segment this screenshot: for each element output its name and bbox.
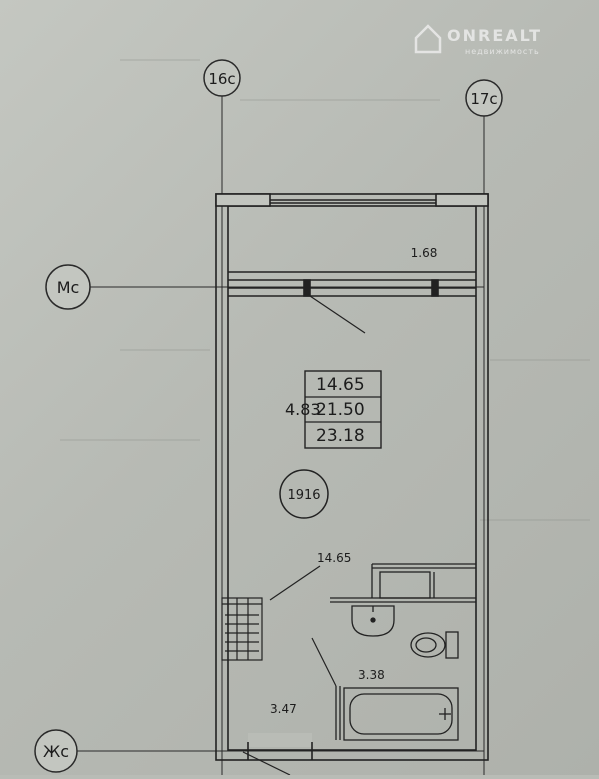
bathroom-area: 3.38 [358, 668, 385, 682]
living-area-value: 14.65 [316, 375, 365, 395]
bathtub-icon [343, 687, 459, 741]
svg-text:Мс: Мс [57, 278, 80, 297]
axis-bubble-16c: 16с [203, 59, 241, 97]
axis-lines [74, 94, 485, 775]
living-room-area: 14.65 [317, 551, 351, 565]
svg-text:1916: 1916 [287, 488, 320, 503]
door-swing [309, 295, 366, 334]
radiator [221, 597, 263, 661]
hallway-area: 3.47 [270, 702, 297, 716]
walls [215, 193, 489, 761]
svg-text:16с: 16с [208, 70, 235, 88]
entrance-leader [242, 751, 291, 776]
total-area-value: 21.50 [316, 400, 365, 420]
svg-text:17с: 17с [470, 90, 497, 108]
living-room-leader [269, 565, 321, 601]
apartment-number-bubble: 1916 [279, 469, 329, 519]
total-with-balcony-value: 23.18 [316, 426, 365, 446]
balcony-area: 1.68 [411, 246, 438, 260]
house-logo-icon [414, 24, 442, 54]
toilet-icon [410, 631, 459, 659]
svg-text:Жс: Жс [43, 742, 69, 761]
axis-bubble-mc: Мс [45, 264, 91, 310]
sink-icon [351, 605, 395, 637]
watermark-brand: ONREALT [447, 26, 542, 45]
bathroom-walls [330, 563, 476, 740]
watermark-tagline: недвижимость [465, 47, 540, 56]
apartment-section: 4.83 [285, 400, 321, 419]
watermark: ONREALT недвижимость [414, 24, 542, 56]
apartment-info-table: 4.83 14.65 21.50 23.18 [285, 370, 382, 449]
background-bleed [60, 59, 590, 521]
axis-bubble-17c: 17с [465, 79, 503, 117]
axis-bubble-zhc: Жс [34, 729, 78, 773]
bathroom-door-swing [311, 637, 337, 687]
